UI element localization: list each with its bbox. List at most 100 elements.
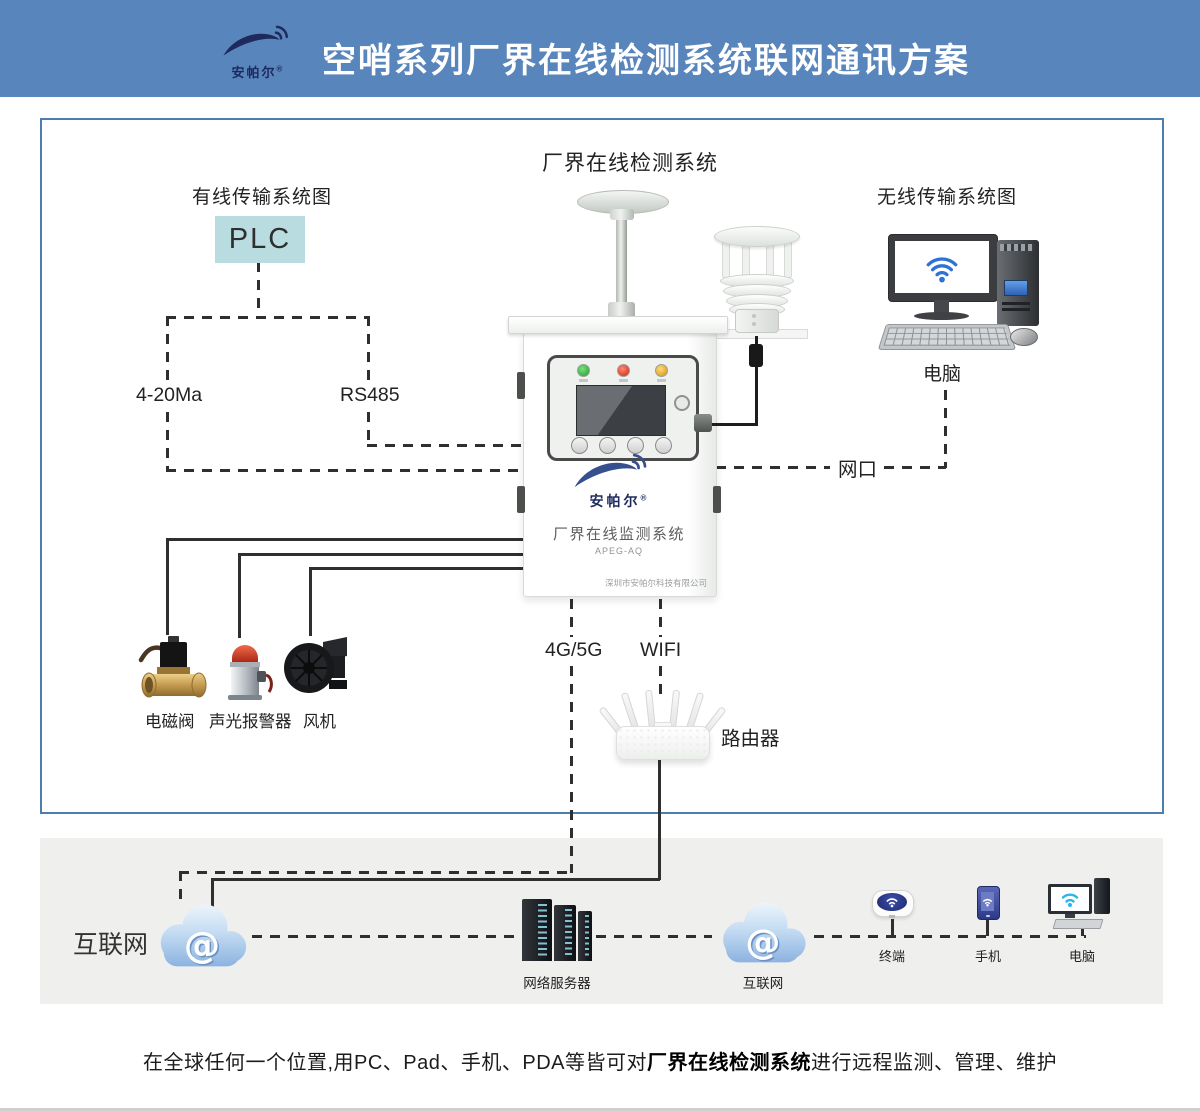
connector-line (596, 935, 712, 938)
connector-line (716, 466, 830, 469)
led-yellow (655, 364, 668, 377)
phone-screen (981, 892, 994, 911)
cabinet-button (627, 437, 644, 454)
cabinet-company: 深圳市安帕尔科技有限公司 (604, 578, 707, 588)
cabinet-keyhole (674, 395, 690, 411)
monitor-base (914, 312, 969, 320)
cabinet-brand-swoosh-icon (574, 453, 647, 488)
antenna-neck (610, 209, 634, 220)
alarm-label: 声光报警器 (209, 713, 292, 731)
cabinet-product-name: 厂界在线监测系统 (552, 526, 685, 543)
connector-line (166, 538, 525, 541)
cable-connector (749, 344, 763, 367)
wired-section-title: 有线传输系统图 (192, 187, 333, 208)
at-symbol: @ (745, 922, 780, 963)
cabinet-brand-name: 安帕尔® (589, 493, 650, 509)
caption-highlight: 厂界在线检测系统 (647, 1052, 812, 1074)
connector-line (986, 919, 989, 936)
sound-light-alarm-icon (228, 645, 273, 700)
fan-blower-icon (284, 637, 347, 693)
server-rack (522, 899, 552, 961)
fan-label: 风机 (303, 713, 336, 731)
desktop-tower (997, 240, 1039, 326)
plc-node: PLC (215, 216, 305, 263)
connector-line (570, 666, 573, 873)
pc-screen (1051, 887, 1089, 911)
footer-caption: 在全球任何一个位置,用PC、Pad、手机、PDA等皆可对厂界在线检测系统进行远程… (0, 1046, 1200, 1075)
server-rack (578, 911, 592, 961)
pc-keyboard (1052, 919, 1104, 929)
led-red (617, 364, 630, 377)
led-caption-mark (619, 379, 628, 382)
caption-pre: 在全球任何一个位置,用PC、Pad、手机、PDA等皆可对 (142, 1052, 648, 1074)
pc-label-wireless: 电脑 (923, 364, 962, 385)
at-symbol-shadow: @ (185, 925, 221, 968)
connector-line (166, 316, 369, 319)
mouse (1010, 328, 1038, 346)
brand-name: 安帕尔® (231, 64, 285, 80)
cabinet-hinge (713, 486, 721, 513)
page-title: 空哨系列厂界在线检测系统联网通讯方案 (322, 43, 970, 80)
terminal-label: 终端 (878, 949, 905, 964)
lan-port-label: 网口 (835, 453, 881, 482)
tower-vent (1002, 308, 1030, 311)
caption-post: 进行远程监测、管理、维护 (811, 1052, 1058, 1074)
monitor-stand (934, 300, 949, 313)
pc-stand (1065, 914, 1075, 918)
wifi-icon (926, 256, 958, 282)
phone-label: 手机 (974, 949, 1001, 964)
tower-panel (1004, 280, 1028, 296)
led-green (577, 364, 590, 377)
keyboard (877, 324, 1017, 350)
connector-line (367, 444, 525, 447)
cabinet-button (599, 437, 616, 454)
weather-sensor-post (722, 240, 730, 278)
terminal-device-icon (872, 890, 914, 920)
weather-sensor-post (784, 240, 792, 278)
router-label: 路由器 (721, 728, 780, 750)
pc-mini-icon (1048, 878, 1116, 930)
connector-line (814, 935, 1086, 938)
network-server-icon (520, 893, 594, 967)
tower-drive-bay (1000, 244, 1034, 251)
router (598, 688, 727, 766)
pc-tower (1094, 878, 1110, 914)
internet-main-label: 互联网 (73, 931, 149, 959)
connector-line (884, 466, 946, 469)
wifi-icon (983, 898, 992, 906)
connector-line (659, 666, 662, 698)
connector-line (252, 935, 518, 938)
pc-label-bottom: 电脑 (1068, 949, 1095, 964)
cabinet-button (571, 437, 588, 454)
signal-rs485-label: RS485 (337, 384, 403, 407)
internet-cloud-icon: @ @ (160, 904, 247, 968)
system-title: 厂界在线检测系统 (542, 152, 718, 175)
terminal-stand (889, 915, 895, 918)
at-symbol: @ (184, 924, 220, 967)
pc-monitor (1048, 884, 1092, 914)
monitor-screen (895, 241, 989, 293)
sensor-cable (707, 423, 758, 426)
connector-line (944, 390, 947, 468)
solenoid-valve-icon (138, 636, 207, 698)
link-4g5g-label: 4G/5G (543, 639, 605, 662)
signal-4-20ma-label: 4-20Ma (133, 384, 206, 407)
connector-line (367, 316, 370, 380)
connector-line (211, 878, 214, 910)
connector-line (166, 469, 525, 472)
connector-line (570, 599, 573, 637)
brand-swoosh-icon (223, 25, 289, 56)
connector-line (367, 412, 370, 446)
pole-collar (608, 302, 635, 320)
connector-line (211, 878, 660, 881)
connector-line (309, 567, 525, 570)
server-label: 网络服务器 (523, 976, 591, 991)
connector-line (658, 758, 661, 880)
connector-line (238, 553, 525, 556)
desktop-monitor (888, 234, 998, 302)
weather-sensor-cap (714, 226, 800, 247)
antenna-pole (616, 212, 627, 322)
connector-line (166, 538, 169, 635)
cabinet-hinge (517, 486, 525, 513)
